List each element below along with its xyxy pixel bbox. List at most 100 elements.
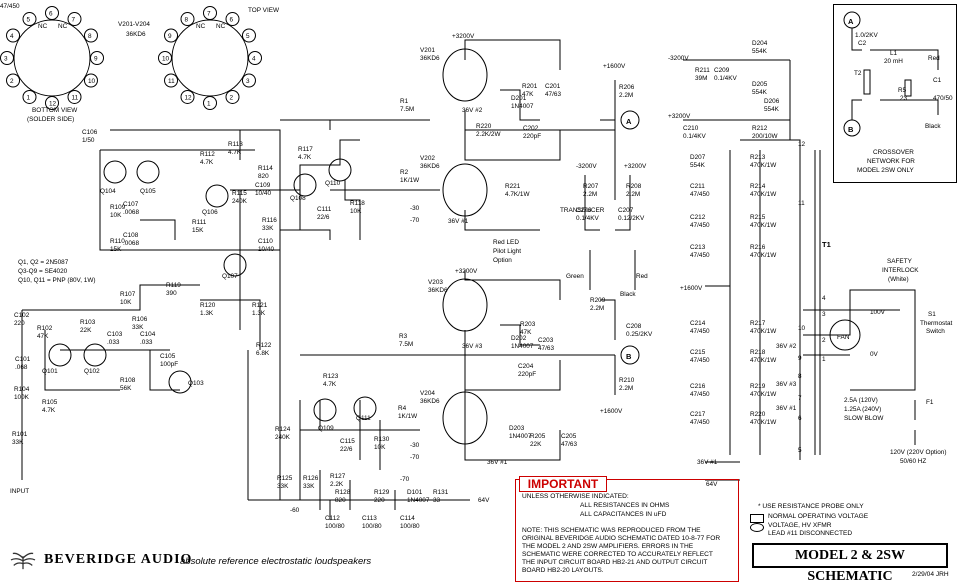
transformer-tap-1: 1 — [822, 356, 826, 363]
component-c105-ref: C105 — [160, 353, 176, 360]
top-view-pin-circle — [180, 12, 195, 27]
component-r215-value: 470K/1W — [750, 222, 777, 229]
bottom-view-pin-number: 8 — [88, 33, 92, 40]
component-r129-value: 220 — [374, 497, 385, 504]
component-r104-ref: R104 — [14, 386, 30, 393]
bottom-view-pin-number: 11 — [72, 94, 79, 101]
top-view-pin-number: 4 — [252, 56, 256, 63]
v201-heater: 36V #2 — [462, 107, 483, 114]
component-c212-ref: C212 — [690, 214, 706, 221]
component-c206-value: 0.1/4KV — [576, 215, 599, 222]
important-line2: ALL RESISTANCES IN OHMS — [580, 502, 670, 509]
crossover-caption-1: CROSSOVER — [873, 149, 914, 156]
crossover-c1-value: 470/50 — [933, 95, 953, 102]
component-r120-ref: R120 — [200, 302, 216, 309]
top-view-pin-number: 11 — [168, 78, 175, 85]
node-b-main: B — [626, 352, 632, 361]
bottom-view-pin-circle — [0, 51, 14, 65]
component-r113-ref: R113 — [228, 141, 243, 148]
input-label: INPUT — [10, 488, 29, 495]
top-view-pin-number: 1 — [207, 101, 211, 108]
component-r215-ref: R215 — [750, 214, 766, 221]
safety-line1: SAFETY — [887, 258, 913, 265]
component-r117-ref: R117 — [298, 146, 313, 153]
crossover-l1: L1 — [890, 50, 898, 57]
v202-heater: 36V #1 — [448, 218, 469, 225]
component-r116-value: 33K — [262, 225, 274, 232]
transistor-q104: Q104 — [100, 188, 116, 195]
transistor-q110: Q110 — [325, 180, 341, 187]
component-c210-value: 0.1/4KV — [683, 133, 706, 140]
component-r1-value: 7.5M — [400, 106, 414, 113]
component-r129-ref: R129 — [374, 489, 390, 496]
crossover-node-b: B — [848, 125, 854, 134]
component-d204-value: 554K — [752, 48, 768, 55]
important-note1: NOTE: THIS SCHEMATIC WAS REPRODUCED FROM… — [522, 527, 701, 534]
top-view-pin-number: 9 — [168, 33, 172, 40]
component-r214-value: 470K/1W — [750, 191, 777, 198]
component-r203-value: 47K — [520, 329, 532, 336]
transducer-pos-voltage: +3200V — [624, 163, 647, 170]
node-a-main: A — [626, 117, 632, 126]
fuse-rating-2: 1.25A (240V) — [844, 406, 881, 413]
component-r117-value: 4.7K — [298, 154, 312, 161]
component-d203-ref: D203 — [509, 425, 525, 432]
component-c113-ref: C113 — [362, 515, 377, 522]
ps-pos1600: +1600V — [680, 285, 703, 292]
bottom-view-pin-circle — [6, 73, 21, 88]
transistor-q105: Q105 — [140, 188, 156, 195]
transformer-tap-11: 11 — [798, 200, 805, 207]
component-r108-value: 56K — [120, 385, 132, 392]
component-d201-ref: D201 — [511, 95, 527, 102]
component-r3-ref: R3 — [399, 333, 408, 340]
bias-neg60: -60 — [290, 507, 300, 514]
component-r126-ref: R126 — [303, 475, 319, 482]
component-r124-ref: R124 — [275, 426, 291, 433]
component-c217-value: 47/450 — [690, 419, 710, 426]
top-view-pin-circle — [225, 89, 240, 104]
component-r102-ref: R102 — [37, 325, 53, 332]
component-c104-value: .033 — [140, 339, 153, 346]
important-note3: THE MODEL 2 AND 2SW AMPLIFIERS. ERRORS I… — [522, 543, 694, 550]
component-c214-ref: C214 — [690, 320, 706, 327]
component-r107-ref: R107 — [120, 291, 136, 298]
component-r118-value: 10K — [350, 208, 362, 215]
top-view-nc-label: NC — [196, 23, 206, 30]
component-c211-value: 47/450 — [690, 191, 710, 198]
component-c103-ref: C103 — [107, 331, 123, 338]
component-r121-value: 1.3K — [252, 310, 266, 317]
top-view-pin-circle — [203, 6, 217, 20]
component-c216-value: 47/450 — [690, 391, 710, 398]
bottom-view-pin-number: 9 — [94, 56, 98, 63]
component-c214-value: 47/450 — [690, 328, 710, 335]
component-r205-value: 22K — [530, 441, 542, 448]
component-c113-value: 100/80 — [362, 523, 382, 530]
component-r213-value: 470K/1W — [750, 162, 777, 169]
tube-type-line1: V201-V204 — [118, 21, 150, 28]
component-r209-ref: R209 — [590, 297, 606, 304]
bias-64v: 64V — [478, 497, 490, 504]
component-r220-ref: R220 — [750, 411, 766, 418]
component-c209-ref: C209 — [714, 67, 730, 74]
component-c212-value: 47/450 — [690, 222, 710, 229]
component-c206-ref: C206 — [576, 207, 592, 214]
component-c215-value: 47/450 — [690, 357, 710, 364]
crossover-red: Red — [928, 55, 940, 62]
top-view-pin-circle — [158, 51, 172, 65]
component-d205-ref: D205 — [752, 81, 768, 88]
crossover-c1: C1 — [933, 77, 942, 84]
component-c109-ref: C109 — [255, 182, 271, 189]
transistor-q109: Q109 — [318, 425, 334, 432]
component-r101-ref: R101 — [12, 431, 28, 438]
component-r3-value: 7.5M — [399, 341, 413, 348]
important-title: IMPORTANT — [519, 476, 607, 492]
bottom-view-pin-number: 1 — [27, 94, 31, 101]
safety-line3: (White) — [888, 276, 909, 283]
component-r125-ref: R125 — [277, 475, 293, 482]
transistor-types-1: Q1, Q2 = 2N5087 — [18, 259, 69, 266]
component-r111-ref: R111 — [192, 219, 207, 226]
top-view-pin-number: 2 — [230, 94, 234, 101]
component-r127-value: 2.2K — [330, 481, 344, 488]
r210-supply-voltage: +1600V — [600, 408, 623, 415]
